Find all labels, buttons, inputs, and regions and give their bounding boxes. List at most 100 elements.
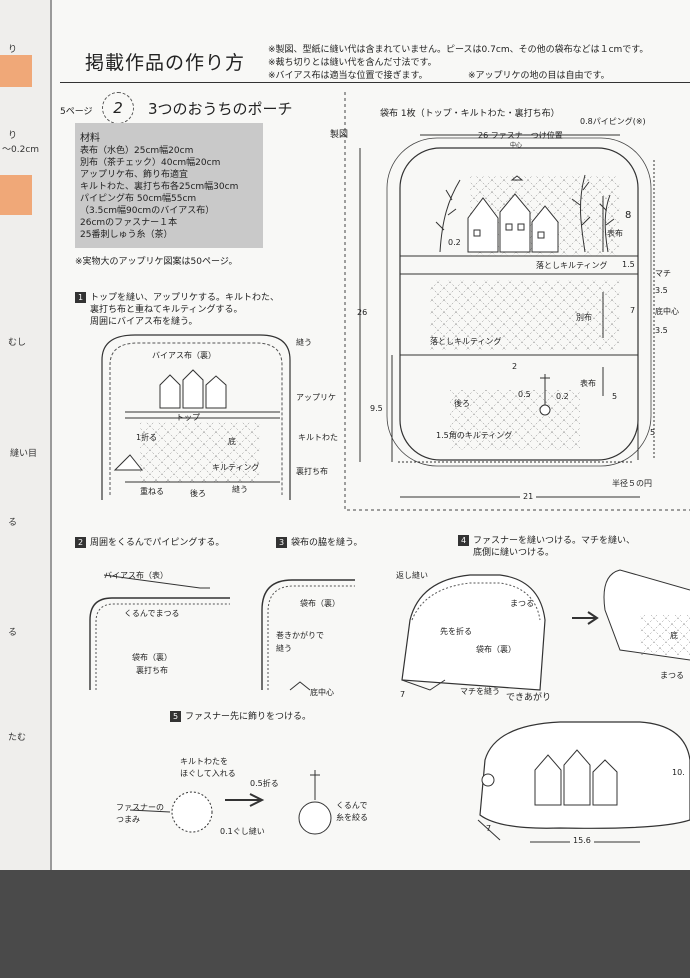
dim-9-5: 9.5 [370, 404, 383, 413]
dim-1-5: 1.5 [622, 260, 635, 269]
dim-0-2: 0.2 [556, 392, 569, 401]
label: 1折る [136, 433, 158, 442]
strip-text: たむ [8, 733, 27, 743]
pattern-label: 製図 [330, 130, 349, 140]
step-text: 周囲をくるんでパイピングする。 [90, 538, 225, 548]
dim-7: 7 [630, 306, 636, 315]
figure-3 [261, 579, 355, 691]
betsu-label: 別布 [576, 313, 592, 322]
dim-5: 5 [612, 392, 618, 401]
step-number: 3 [276, 537, 287, 548]
piping-label: 0.8パイピング(※) [580, 117, 646, 126]
label: 0.1ぐし縫い [220, 827, 265, 836]
materials-heading: 材料 [80, 133, 100, 144]
dim-3-5: 3.5 [655, 286, 668, 295]
dim-2: 2 [512, 362, 518, 371]
note: ※裁ち切りとは縫い代を含んだ寸法です。 [268, 58, 437, 68]
label: マチを縫う [460, 687, 500, 696]
figure-5 [129, 770, 332, 835]
label: 重ねる [140, 487, 164, 496]
label: 7 [400, 690, 406, 699]
label: くるんで [336, 801, 368, 810]
note: ※アップリケの地の目は自由です。 [468, 71, 610, 81]
step-number: 2 [75, 537, 86, 548]
otoshi-quilting-1: 落としキルティング [536, 261, 608, 270]
main-pattern [359, 134, 655, 498]
omote-label: 表布 [607, 229, 623, 238]
pattern-title: 袋布 1枚（トップ・キルトわた・裏打ち布） [380, 109, 560, 119]
previous-page-strip: り り ～0.2cm むし 縫い目 る る たむ [0, 0, 52, 870]
label: 縫う [232, 485, 248, 494]
zipper-position: 26 ファスナーつけ位置 [478, 131, 563, 140]
step-4: 4 ファスナーを縫いつける。マチを縫い、 底側に縫いつける。 [458, 535, 635, 559]
step-text: トップを縫い、アップリケする。キルトわた、 [90, 293, 280, 303]
title-rule [60, 82, 690, 83]
strip-text: むし [8, 338, 27, 348]
label: 袋布（裏） [476, 645, 516, 654]
step-number: 4 [458, 535, 469, 546]
label: アップリケ [296, 393, 336, 402]
label: キルティング [212, 463, 260, 472]
label: まつる [660, 671, 684, 680]
step-2: 2 周囲をくるんでパイピングする。 [75, 537, 224, 549]
radius-label: 半径５の円 [612, 479, 652, 488]
strip-text: る [8, 628, 18, 638]
step-text: 裏打ち布と重ねてキルティングする。 [90, 305, 243, 315]
material-item: （3.5cm幅90cmのバイアス布） [80, 206, 215, 216]
finished-label: できあがり [506, 693, 552, 703]
step-text: 袋布の脇を縫う。 [291, 538, 363, 548]
strip-text: る [8, 518, 18, 528]
materials-box: 材料 表布（水色）25cm幅20cm 別布（茶チェック）40cm幅20cm アッ… [75, 123, 263, 248]
ushiro-label: 後ろ [454, 399, 470, 408]
center-label: 中心 [510, 142, 523, 149]
label: 0.5折る [250, 779, 279, 788]
step-text: ファスナーを縫いつける。マチを縫い、 [473, 536, 636, 546]
strip-text: 縫い目 [10, 449, 38, 459]
label: 返し縫い [396, 571, 428, 580]
step-text: 周囲にバイアス布を縫う。 [90, 317, 198, 327]
label: ほぐして入れる [180, 769, 236, 778]
material-item: 別布（茶チェック）40cm幅20cm [80, 158, 221, 168]
material-item: 26cmのファスナー１本 [80, 218, 178, 228]
label: 袋布（裏） [300, 599, 340, 608]
label: 糸を絞る [336, 813, 368, 822]
dim-0-5: 0.5 [518, 390, 531, 399]
label: 底 [228, 437, 236, 446]
label: バイアス布（表） [104, 571, 168, 580]
label: バイアス布（裏） [152, 351, 216, 360]
page: り り ～0.2cm むし 縫い目 る る たむ 掲載作品の作り方 ※製図、型紙… [0, 0, 690, 870]
step-text: 底側に縫いつける。 [473, 548, 555, 558]
dim-26: 26 [357, 308, 368, 317]
material-item: キルトわた、裏打ち布各25cm幅30cm [80, 182, 239, 192]
strip-text: り [8, 45, 18, 55]
strip-text: り [8, 131, 18, 141]
label: キルトわた [298, 433, 338, 442]
finished-pouch [477, 721, 690, 843]
label: 裏打ち布 [136, 666, 168, 675]
figure-2 [89, 574, 230, 690]
dim-8: 8 [625, 210, 632, 221]
strip-text: ～0.2cm [2, 145, 40, 155]
label: くるんでまつる [124, 609, 180, 618]
orange-swatch [0, 175, 32, 215]
page-reference: 5ページ [60, 107, 93, 117]
label: 裏打ち布 [296, 467, 328, 476]
label: 縫う [276, 644, 292, 653]
label: まつる [510, 599, 534, 608]
header-notes: ※製図、型紙に縫い代は含まれていません。ピースは0.7cm、その他の袋布などは１… [268, 44, 648, 83]
project-title: 3つのおうちのポーチ [148, 100, 293, 118]
dim-3-5: 3.5 [655, 326, 668, 335]
pattern-drawings [89, 92, 690, 843]
step-text: ファスナー先に飾りをつける。 [185, 712, 312, 722]
label: 巻きかがりで [276, 631, 324, 640]
label: 後ろ [190, 489, 206, 498]
label: 先を折る [440, 627, 472, 636]
dim-7: 7 [486, 824, 492, 833]
bottom-center-label: 底中心 [655, 307, 679, 316]
figure-4 [401, 569, 690, 691]
dim-15-6: 15.6 [570, 836, 594, 845]
material-item: アップリケ布、飾り布適宜 [80, 170, 189, 180]
dim-0-2: 0.2 [448, 238, 461, 247]
material-item: 25番刺しゅう糸（茶） [80, 230, 173, 240]
label: 縫う [296, 338, 312, 347]
